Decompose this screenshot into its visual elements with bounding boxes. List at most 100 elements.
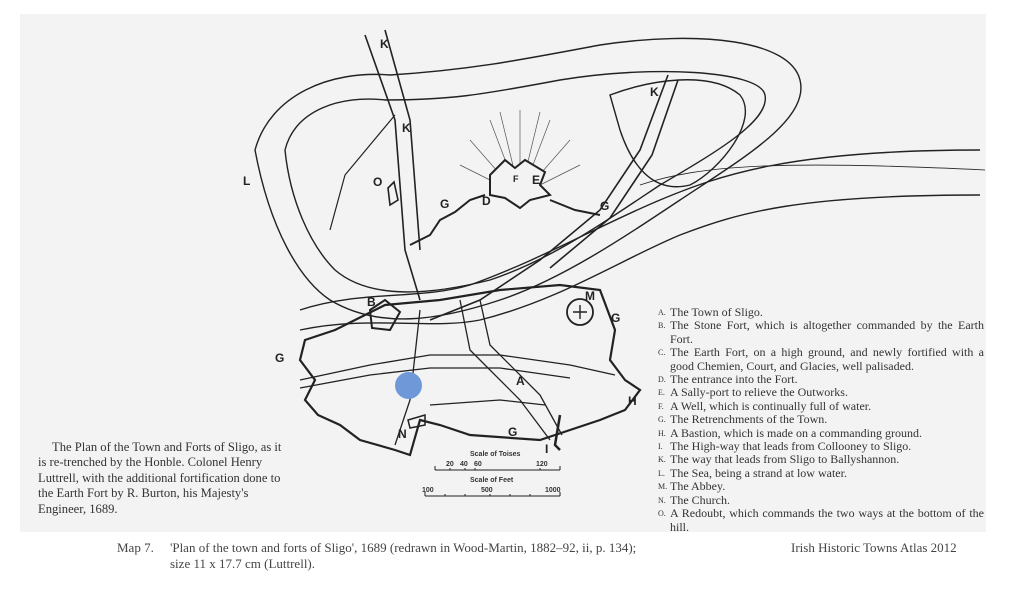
caption-line: the Earth Fort by R. Burton, his Majesty… [38, 486, 249, 501]
location-marker[interactable] [395, 372, 422, 399]
caption-line: Luttrell, with the additional fortificat… [38, 470, 281, 485]
map-label-g: G [611, 311, 620, 325]
legend-item: A.The Town of Sligo. [658, 305, 984, 319]
map-label-g: G [600, 199, 609, 213]
legend-text: A Sally-port to relieve the Outworks. [670, 385, 848, 400]
map-label-e: E [532, 173, 540, 187]
legend-item: C.The Earth Fort, on a high ground, and … [658, 346, 984, 373]
street [459, 299, 551, 441]
legend-item: G. The Retrenchments of the Town. [658, 412, 984, 427]
legend-text: The Abbey. [670, 479, 726, 494]
street [394, 309, 421, 446]
legend-key: E. [658, 388, 665, 398]
legend-key: I. [658, 442, 663, 452]
street [479, 299, 563, 436]
map-label-g: G [275, 351, 284, 365]
legend-item: M.The Abbey. [658, 479, 984, 494]
caption-line: The Plan of the Town and Forts of Sligo,… [52, 440, 282, 454]
scale-toises-title: Scale of Toises [470, 451, 521, 458]
legend-item: L. The Sea, being a strand at low water. [658, 465, 984, 480]
map-label-i: I [545, 442, 548, 456]
legend-text: The Earth Fort, on a high ground, and ne… [670, 345, 984, 373]
figure-caption: Map 7.'Plan of the town and forts of Sli… [117, 540, 636, 572]
street [299, 367, 571, 389]
caption-line-2: size 11 x 17.7 cm (Luttrell). [170, 556, 316, 571]
road-k2 [549, 79, 679, 269]
map-label-o: O [373, 175, 382, 189]
legend-key: L. [658, 468, 665, 478]
map-label-k: K [380, 37, 389, 51]
map-label-l: L [243, 174, 250, 188]
map-label-g: G [508, 425, 517, 439]
road-k [384, 29, 421, 251]
redoubt [387, 180, 399, 207]
legend-text: The Retrenchments of the Town. [670, 412, 828, 427]
map-label-f: F [513, 174, 519, 184]
legend-item: K. The way that leads from Sligo to Bally… [658, 452, 984, 467]
legend-item: D. The entrance into the Fort. [658, 372, 984, 387]
legend-item: F. A Well, which is continually full of w… [658, 398, 984, 413]
legend-text: A Well, which is continually full of wat… [670, 398, 872, 413]
retrenchment [549, 199, 601, 216]
map-label-g: G [440, 197, 449, 211]
earth-fort [489, 158, 552, 210]
church [407, 413, 426, 429]
map-legend: A.The Town of Sligo. B. The Stone Fort, w… [658, 305, 984, 534]
road-k [329, 114, 396, 231]
legend-key: A. [658, 308, 666, 317]
legend-item: N. The Church. [658, 492, 984, 507]
map-label-k: K [402, 121, 411, 135]
scale-toises-bar [434, 466, 561, 471]
legend-key: H. [658, 428, 666, 438]
legend-key: F. [658, 401, 664, 411]
highway [553, 414, 562, 451]
scale-tick: 1000 [545, 487, 561, 494]
legend-text: The entrance into the Fort. [670, 372, 798, 387]
legend-key: N. [658, 495, 666, 505]
sea-band [254, 37, 802, 320]
street [429, 399, 546, 406]
legend-item: E. A Sally-port to relieve the Outworks. [658, 385, 984, 400]
legend-item: B. The Stone Fort, which is altogether co… [658, 319, 984, 346]
map-number: Map 7. [117, 540, 154, 555]
river-bank [639, 164, 986, 186]
map-label-a: A [516, 374, 525, 388]
road-k2 [429, 74, 669, 321]
street [299, 354, 616, 381]
legend-item: I. The High-way that leads from Collooney… [658, 439, 984, 454]
town-wall [298, 283, 642, 457]
caption-line: is re-trenched by the Honble. Colonel He… [38, 455, 263, 470]
abbey-cross [573, 305, 587, 319]
hill-hatching [459, 110, 581, 186]
legend-text: The Sea, being a strand at low water. [670, 465, 847, 480]
scale-feet-title: Scale of Feet [470, 477, 514, 484]
legend-key: K. [658, 455, 666, 465]
legend-text: A Redoubt, which commands the two ways a… [670, 506, 984, 534]
legend-key: D. [658, 375, 666, 385]
scale-tick: 500 [481, 487, 493, 494]
scale-tick: 60 [474, 461, 482, 468]
legend-text: The way that leads from Sligo to Ballysh… [670, 452, 900, 467]
river-bank [299, 194, 981, 331]
atlas-credit: Irish Historic Towns Atlas 2012 [791, 540, 957, 555]
legend-key: M. [658, 482, 668, 492]
legend-text: The Stone Fort, which is altogether comm… [670, 318, 984, 346]
retrenchment [409, 194, 486, 246]
legend-key: O. [658, 509, 666, 519]
map-label-b: B [367, 295, 376, 309]
scale-tick: 120 [536, 461, 548, 468]
map-label-m: M [585, 289, 595, 303]
legend-text: A Bastion, which is made on a commanding… [670, 425, 922, 440]
map-label-k: K [650, 85, 659, 99]
scale-tick: 20 [446, 461, 454, 468]
scale-feet-bar [424, 492, 561, 497]
legend-text: The Church. [670, 492, 730, 507]
legend-key: G. [658, 415, 666, 425]
map-label-n: N [398, 427, 407, 441]
legend-text: The High-way that leads from Collooney t… [670, 439, 912, 454]
legend-key: B. [658, 321, 666, 331]
island [609, 79, 747, 188]
stone-fort [368, 298, 402, 332]
scale-tick: 40 [460, 461, 468, 468]
